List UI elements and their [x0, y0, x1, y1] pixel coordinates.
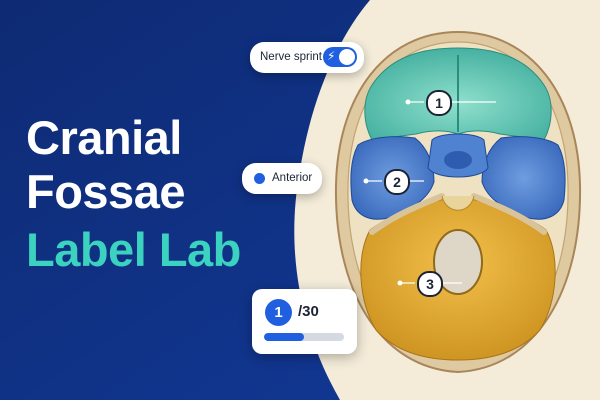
- fossa-marker-3[interactable]: 3: [417, 271, 443, 297]
- score-current-badge: 1: [265, 299, 292, 326]
- anterior-chip[interactable]: Anterior: [242, 163, 322, 194]
- pituitary-fossa: [444, 151, 472, 169]
- petrous-ridge-right: [471, 193, 547, 235]
- petrous-ridge-left: [369, 193, 445, 235]
- leader-dot-3: [397, 280, 403, 286]
- region-dot-icon: [254, 173, 265, 184]
- nerve-sprint-toggle[interactable]: ⚡: [323, 47, 357, 67]
- nerve-sprint-label: Nerve sprint: [260, 51, 322, 63]
- fossa-marker-1[interactable]: 1: [426, 90, 452, 116]
- fossa-marker-2[interactable]: 2: [384, 169, 410, 195]
- progress-track: [264, 333, 344, 341]
- clivus: [441, 195, 475, 211]
- leader-dot-2: [363, 178, 369, 184]
- title-line-fossae: Fossae: [26, 165, 185, 218]
- leader-dot-1: [405, 99, 411, 105]
- score-total: /30: [298, 303, 319, 320]
- progress-fill: [264, 333, 304, 341]
- score-card: 1 /30: [252, 289, 357, 354]
- toggle-knob: [339, 49, 355, 65]
- anterior-label: Anterior: [272, 172, 313, 184]
- title-line-label-lab: Label Lab: [26, 223, 241, 276]
- lightning-bolt-icon: ⚡: [327, 49, 336, 63]
- title-line-cranial: Cranial: [26, 111, 182, 164]
- foramen-magnum: [433, 229, 483, 295]
